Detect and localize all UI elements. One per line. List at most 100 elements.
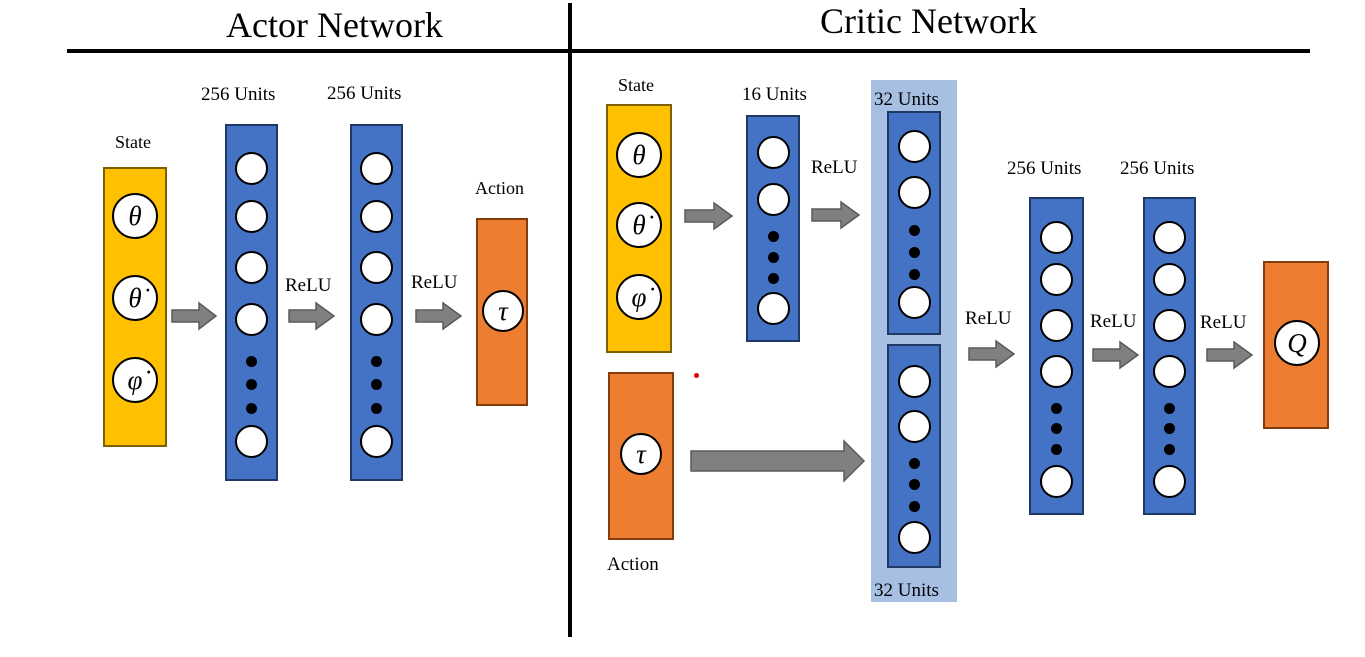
neuron [898,410,931,443]
critic-title-underline [570,49,1310,53]
ellipsis-dot [909,247,920,258]
actor-title: Actor Network [226,5,443,45]
neuron [360,425,393,458]
critic-concat-top-layer [887,111,941,335]
arrow-actor-state-to-layer1 [171,301,218,331]
section-divider [568,3,572,637]
arrow-actor-layer2-to-action [415,301,463,331]
critic-layer2-label: 256 Units [1120,158,1195,179]
neuron [360,200,393,233]
neuron [360,251,393,284]
ellipsis-dot [246,356,257,367]
ellipsis-dot [1164,444,1175,455]
neuron [235,425,268,458]
actor-action-box: τ [476,218,528,406]
neuron [360,303,393,336]
neuron [898,176,931,209]
ellipsis-dot [1051,444,1062,455]
ellipsis-dot [371,379,382,390]
actor-theta-dot-symbol: θ̇ [112,275,158,321]
ellipsis-dot [909,225,920,236]
neuron [1040,263,1073,296]
actor-state-box: θ θ̇ φ̇ [103,167,167,447]
arrow-actor-layer1-to-layer2 [288,301,336,331]
neuron [1040,309,1073,342]
neuron [1153,355,1186,388]
neuron [1153,221,1186,254]
ellipsis-dot [1051,403,1062,414]
arrow-critic-concat-to-layer1 [968,339,1016,369]
actor-layer2-label: 256 Units [327,83,402,104]
actor-tau-symbol: τ [482,290,524,332]
neuron [898,130,931,163]
critic-state-label: State [618,75,654,95]
arrow-critic-layer2-to-output [1206,340,1254,370]
critic-phi-dot-symbol: φ̇ [616,274,662,320]
neuron [235,251,268,284]
neuron [757,183,790,216]
neuron [898,365,931,398]
critic-state-layer [746,115,800,342]
critic-tau-symbol: τ [620,433,662,475]
critic-layer1-label: 256 Units [1007,158,1082,179]
ellipsis-dot [768,231,779,242]
neuron [898,521,931,554]
neuron [235,152,268,185]
critic-action-label: Action [607,554,659,575]
critic-q-symbol: Q [1274,320,1320,366]
critic-state-layer-label: 16 Units [742,84,807,105]
critic-relu-1: ReLU [1090,311,1137,332]
ellipsis-dot [768,273,779,284]
critic-relu-concat: ReLU [965,308,1012,329]
ellipsis-dot [1051,423,1062,434]
critic-action-box: τ [608,372,674,540]
arrow-critic-layer1-to-layer2 [1092,340,1140,370]
ellipsis-dot [768,252,779,263]
neuron [1153,465,1186,498]
critic-relu-state: ReLU [811,157,858,178]
critic-theta-symbol: θ [616,132,662,178]
actor-layer1-label: 256 Units [201,84,276,105]
neuron [898,286,931,319]
ellipsis-dot [909,458,920,469]
neuron [235,303,268,336]
neuron [1040,355,1073,388]
critic-hidden-layer-2 [1143,197,1196,515]
ellipsis-dot [909,501,920,512]
neuron [1153,263,1186,296]
critic-concat-top-label: 32 Units [874,89,939,110]
neuron [235,200,268,233]
critic-concat-bottom-label: 32 Units [874,580,939,601]
actor-hidden-layer-2 [350,124,403,481]
arrow-critic-state-to-layer [684,201,734,231]
actor-title-underline [67,49,570,53]
actor-hidden-layer-1 [225,124,278,481]
ellipsis-dot [371,403,382,414]
critic-state-box: θ θ̇ φ̇ [606,104,672,353]
neuron [757,136,790,169]
ellipsis-dot [246,379,257,390]
ellipsis-dot [1164,403,1175,414]
neuron [1040,465,1073,498]
ellipsis-dot [909,479,920,490]
ellipsis-dot [909,269,920,280]
actor-relu-1: ReLU [285,275,332,296]
neuron [757,292,790,325]
arrow-critic-action-to-concat [690,439,866,483]
ellipsis-dot [371,356,382,367]
actor-theta-symbol: θ [112,193,158,239]
actor-phi-dot-symbol: φ̇ [112,357,158,403]
actor-state-label: State [115,132,151,152]
critic-relu-2: ReLU [1200,312,1247,333]
arrow-critic-state-layer-to-concat [811,200,861,230]
actor-relu-2: ReLU [411,272,458,293]
neuron [360,152,393,185]
critic-theta-dot-symbol: θ̇ [616,202,662,248]
red-dot-mark [694,373,699,378]
neuron [1040,221,1073,254]
critic-title: Critic Network [820,1,1037,41]
neuron [1153,309,1186,342]
ellipsis-dot [246,403,257,414]
ellipsis-dot [1164,423,1175,434]
